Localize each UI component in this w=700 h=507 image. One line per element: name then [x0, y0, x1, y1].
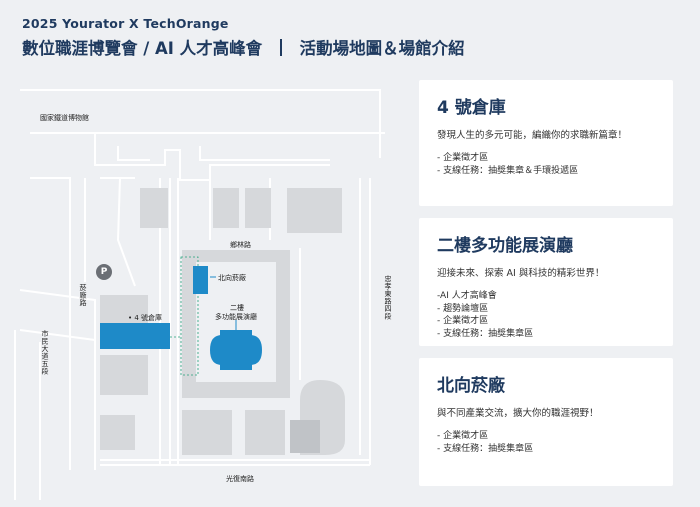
label-zhongxiao-road: 忠孝東路四段 [384, 275, 392, 320]
page-title: 數位職涯博覽會 / AI 人才高峰會 活動場地圖＆場館介紹 [22, 35, 465, 59]
card-item: - 企業徵才區 [437, 431, 489, 441]
parking-icon-circle [96, 264, 112, 280]
label-warehouse4-text: 4 號倉庫 [134, 314, 163, 322]
title-divider [280, 38, 282, 56]
label-warehouse4: • 4 號倉庫 [128, 314, 163, 322]
card-hall: 二樓多功能展演廳 迎接未來、探索 AI 與科技的精彩世界！ -AI 人才高峰會 … [419, 218, 673, 346]
label-yanchang-road: 菸廠路 [79, 284, 87, 307]
title-event-name: 數位職涯博覽會 / AI 人才高峰會 [22, 39, 263, 58]
north-factory-outline [180, 256, 199, 376]
title-map-heading: 活動場地圖＆場館介紹 [299, 39, 465, 58]
card-item: -AI 人才高峰會 [437, 291, 497, 301]
label-guangfu-road: 光復南路 [226, 475, 254, 483]
card-desc: 迎接未來、探索 AI 與科技的精彩世界！ [437, 268, 605, 279]
venue-map: 國家鐵道博物館 菸廠路 市民大道五段 忠孝東路四段 光復南路 鄉林路 北向菸廠 … [14, 89, 392, 500]
card-title: 二樓多功能展演廳 [437, 236, 573, 256]
card-item: - 企業徵才區 [437, 153, 489, 163]
event-subtitle: 2025 Yourator X TechOrange [22, 16, 229, 31]
card-title: 4 號倉庫 [437, 98, 506, 118]
card-item: - 企業徵才區 [437, 316, 489, 326]
road-lines [14, 89, 385, 500]
card-desc: 與不同產業交流，擴大你的職涯視野！ [437, 408, 599, 419]
venue-map-svg [14, 89, 385, 500]
label-museum: 國家鐵道博物館 [40, 114, 89, 122]
parking-icon: P [100, 267, 108, 277]
warehouse4-block[interactable] [100, 323, 170, 349]
hall-block[interactable] [210, 330, 262, 370]
label-linlin-road: 鄉林路 [230, 241, 251, 249]
label-hall-line1: 二樓 [230, 304, 244, 312]
card-warehouse4: 4 號倉庫 發現人生的多元可能，編織你的求職新篇章！ - 企業徵才區 - 支線任… [419, 80, 673, 206]
page-header: 2025 Yourator X TechOrange 數位職涯博覽會 / AI … [22, 16, 465, 59]
card-item: - 支線任務：抽獎集章區 [437, 443, 534, 454]
card-title: 北向菸廠 [437, 376, 505, 396]
label-north-factory: 北向菸廠 [218, 274, 246, 282]
card-item: - 支線任務：抽獎集章＆手環投遞區 [437, 165, 579, 176]
card-desc: 發現人生的多元可能，編織你的求職新篇章！ [437, 130, 628, 141]
card-north-factory: 北向菸廠 與不同產業交流，擴大你的職涯視野！ - 企業徵才區 - 支線任務：抽獎… [419, 358, 673, 486]
north-factory-block[interactable] [193, 266, 208, 294]
label-shimin-blvd: 市民大道五段 [41, 330, 49, 375]
label-hall-line2: 多功能展演廳 [215, 313, 257, 321]
card-item: - 趨勢論壇區 [437, 303, 489, 314]
card-item: - 支線任務：抽獎集章區 [437, 328, 534, 339]
